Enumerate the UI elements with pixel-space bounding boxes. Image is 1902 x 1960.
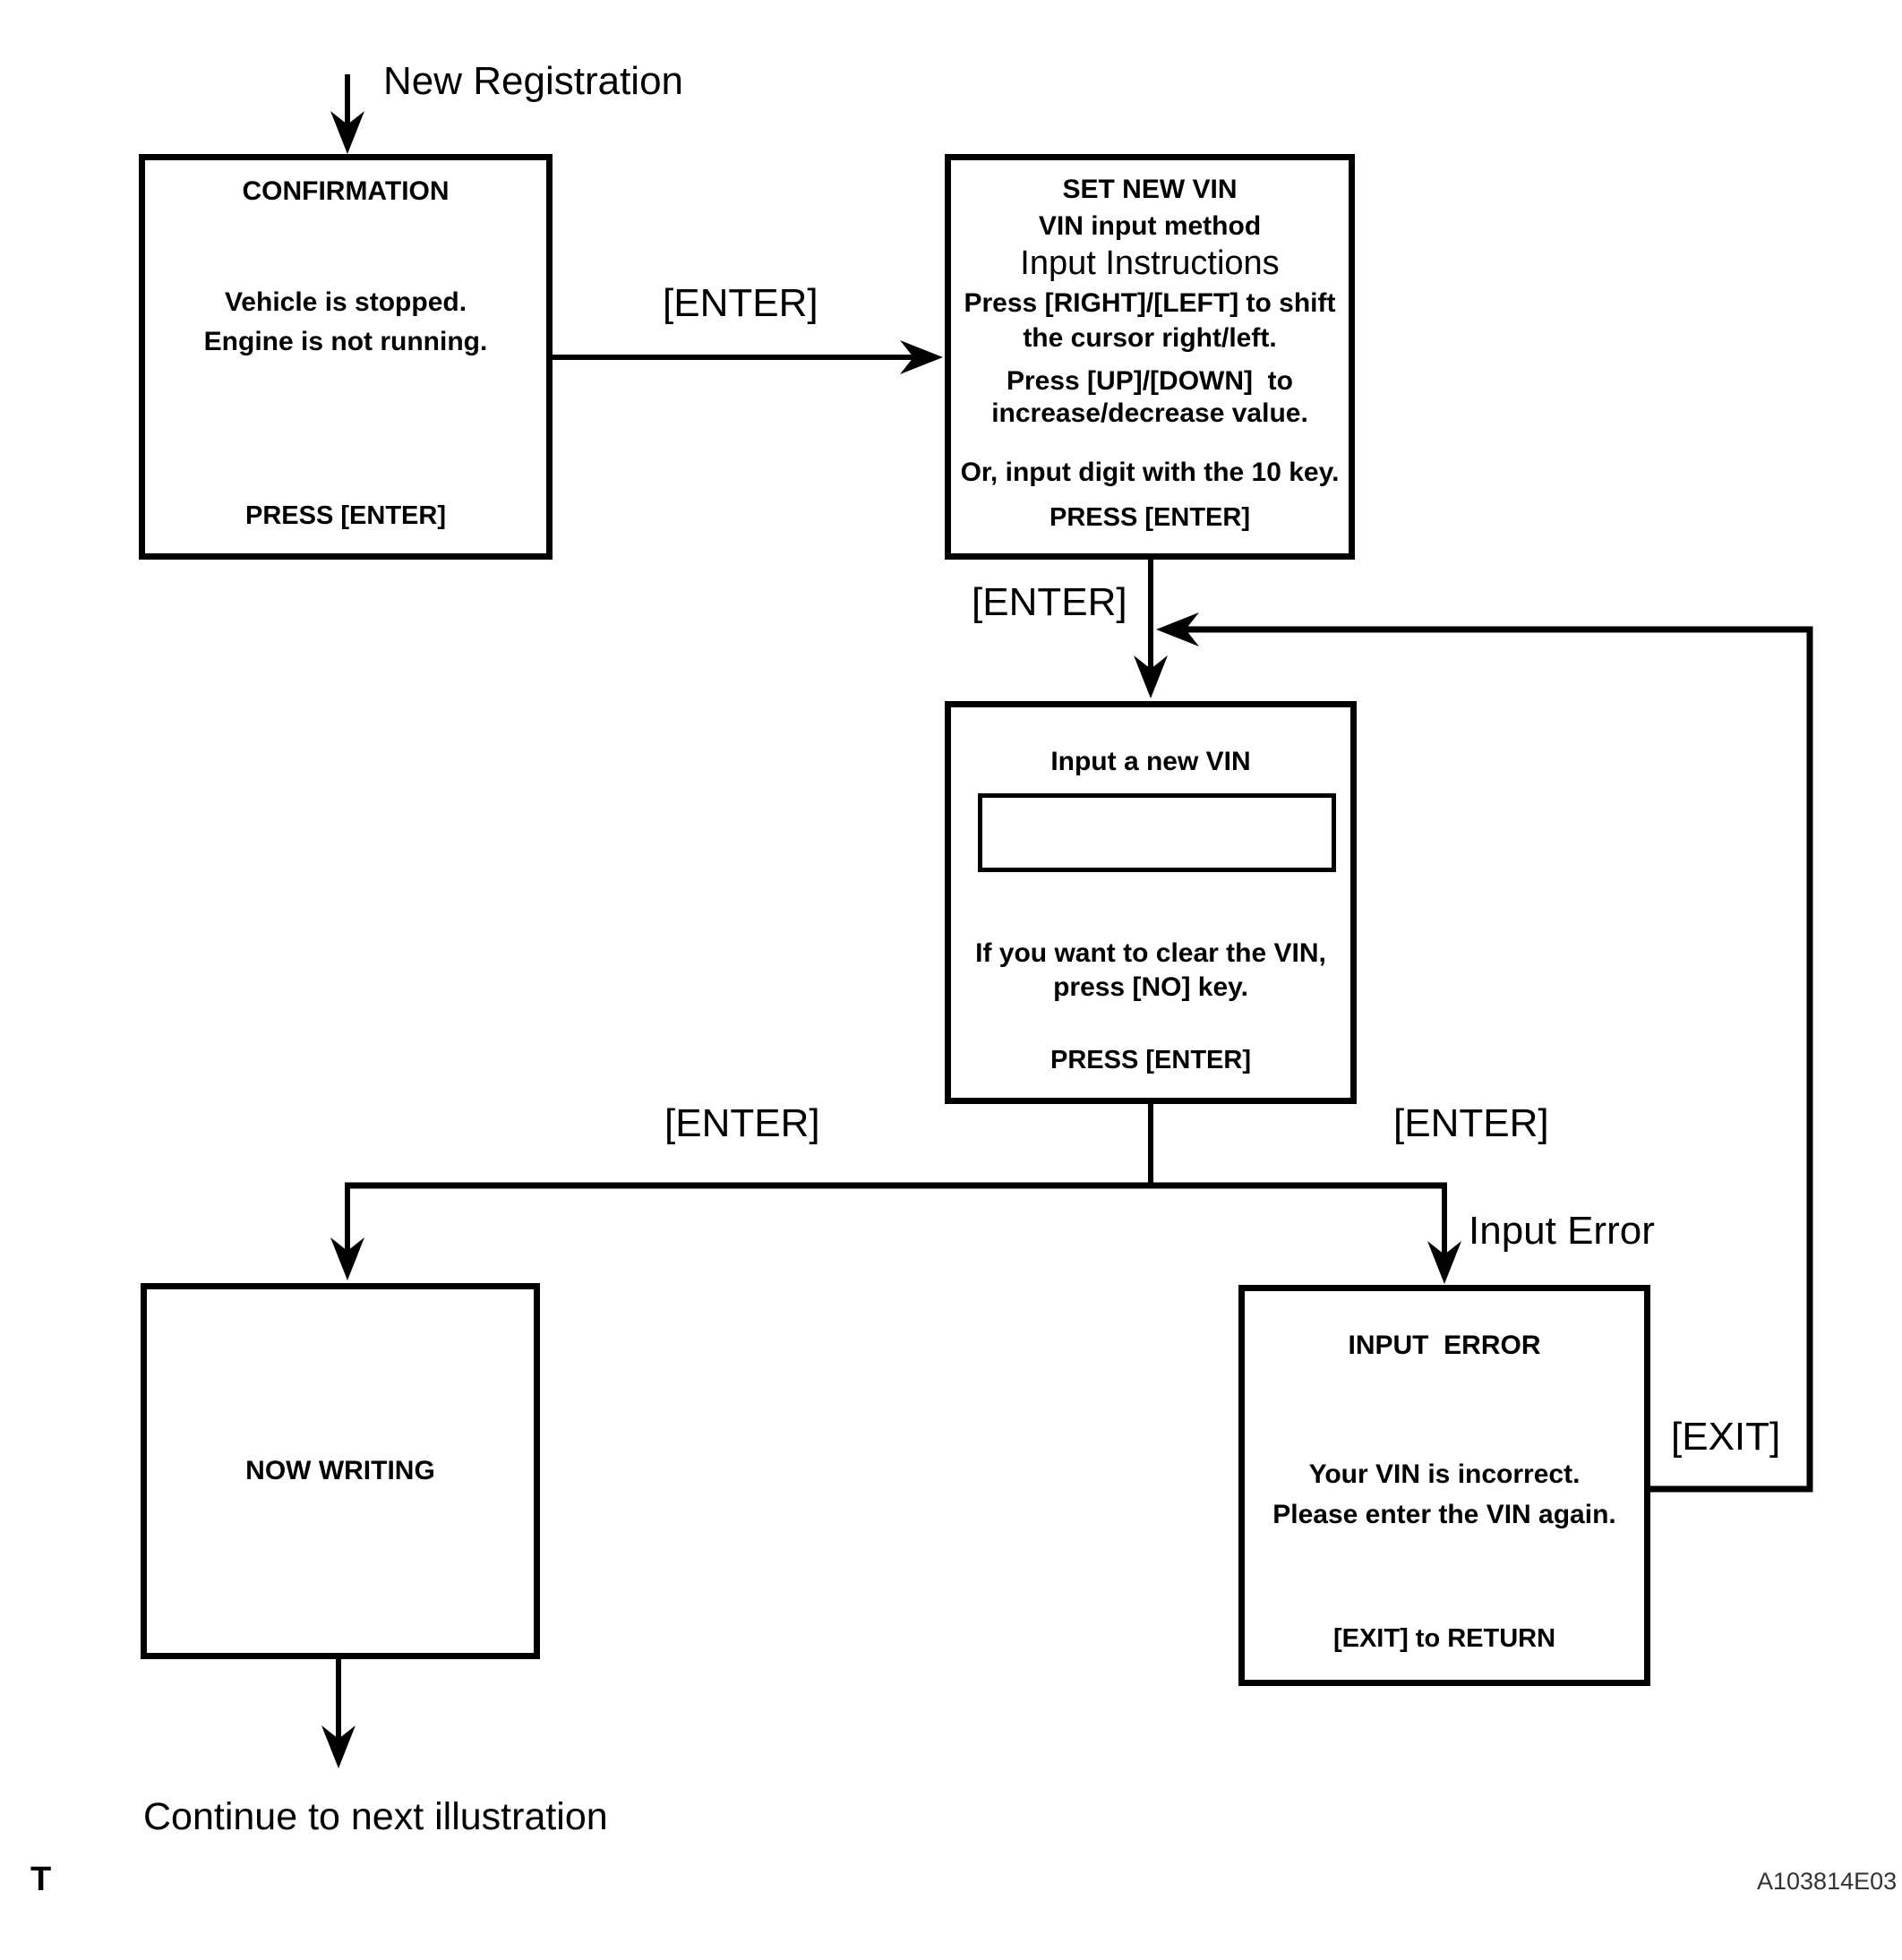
arrowhead-down-entry <box>330 111 364 154</box>
arrowhead-right-enter1 <box>900 340 943 374</box>
exit-feedback-line <box>1164 626 1813 1493</box>
enter-label-right-branch: [ENTER] <box>1393 1101 1549 1145</box>
set-new-vin-footer: PRESS [ENTER] <box>1050 502 1250 532</box>
page-marker: T <box>30 1861 52 1898</box>
set-new-vin-box: SET NEW VIN VIN input method Input Instr… <box>945 154 1355 560</box>
confirmation-box: CONFIRMATION Vehicle is stopped. Engine … <box>139 154 553 560</box>
arrowhead-down-continue <box>321 1725 356 1768</box>
input-new-vin-footer: PRESS [ENTER] <box>1050 1045 1251 1074</box>
input-instructions-heading: Input Instructions <box>1020 244 1280 282</box>
now-writing-box: NOW WRITING <box>141 1283 540 1659</box>
set-new-vin-line-5: Or, input digit with the 10 key. <box>960 458 1340 487</box>
input-new-vin-line-2: press [NO] key. <box>1053 972 1248 1002</box>
confirmation-line-1: Vehicle is stopped. <box>224 287 467 317</box>
enter-label-2: [ENTER] <box>972 580 1127 624</box>
set-new-vin-line-2: the cursor right/left. <box>1023 323 1277 353</box>
input-new-vin-box: Input a new VIN If you want to clear the… <box>945 701 1357 1104</box>
set-new-vin-line-3: Press [UP]/[DOWN] to <box>1006 366 1293 396</box>
new-registration-label: New Registration <box>383 59 684 103</box>
input-error-footer: [EXIT] to RETURN <box>1332 1623 1556 1653</box>
input-error-box: INPUT ERROR Your VIN is incorrect. Pleas… <box>1238 1285 1650 1686</box>
set-new-vin-title: SET NEW VIN <box>1062 175 1238 204</box>
confirmation-footer: PRESS [ENTER] <box>245 501 446 530</box>
continue-note: Continue to next illustration <box>143 1795 608 1838</box>
arrowhead-down-enter2 <box>1134 655 1168 698</box>
set-new-vin-line-1: Press [RIGHT]/[LEFT] to shift <box>964 288 1336 318</box>
enter-label-left-branch: [ENTER] <box>664 1101 820 1145</box>
arrowhead-left-feedback <box>1156 612 1199 646</box>
exit-label: [EXIT] <box>1671 1415 1781 1459</box>
set-new-vin-subtitle: VIN input method <box>1038 211 1262 241</box>
input-error-title: INPUT ERROR <box>1348 1331 1541 1360</box>
now-writing-title: NOW WRITING <box>245 1456 435 1485</box>
input-error-line-1: Your VIN is incorrect. <box>1308 1459 1581 1489</box>
input-new-vin-line-1: If you want to clear the VIN, <box>975 938 1326 968</box>
input-error-label: Input Error <box>1469 1209 1655 1253</box>
vin-input-field <box>978 793 1336 872</box>
arrowhead-down-right-branch <box>1427 1241 1461 1284</box>
confirmation-title: CONFIRMATION <box>242 176 450 206</box>
input-error-line-2: Please enter the VIN again. <box>1272 1500 1616 1529</box>
arrowhead-down-left-branch <box>330 1237 364 1280</box>
confirmation-line-2: Engine is not running. <box>203 327 488 356</box>
input-new-vin-title: Input a new VIN <box>1050 747 1251 776</box>
set-new-vin-line-4: increase/decrease value. <box>991 398 1308 428</box>
enter-label-1: [ENTER] <box>663 281 818 325</box>
figure-id: A103814E03 <box>1757 1868 1898 1895</box>
